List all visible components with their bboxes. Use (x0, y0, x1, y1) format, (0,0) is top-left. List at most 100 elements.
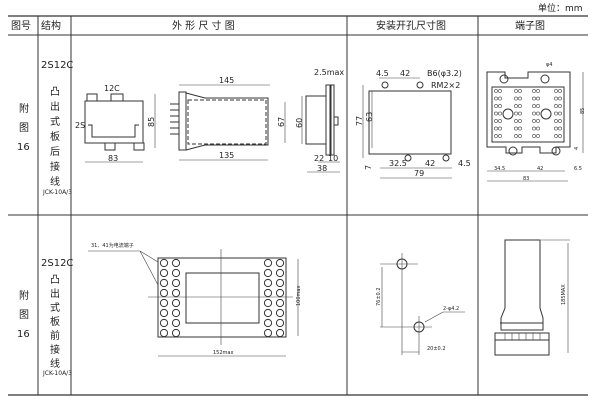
svg-text:7: 7 (364, 165, 373, 170)
terminal-hole (514, 104, 518, 108)
header-fig-no: 图号 (11, 20, 31, 32)
svg-text:附: 附 (19, 289, 29, 302)
svg-text:10: 10 (328, 154, 338, 163)
svg-text:85: 85 (580, 108, 586, 114)
terminal-hole (554, 104, 558, 108)
terminal-hole (518, 119, 522, 123)
terminal-hole (554, 134, 558, 138)
front-terminal (263, 328, 273, 338)
row2-cutout-drawing: 76±0.2 2-φ4.2 20±0.2 (376, 253, 465, 355)
terminal-hole (536, 96, 540, 101)
svg-text:接: 接 (50, 160, 60, 173)
svg-text:16: 16 (17, 329, 30, 340)
front-terminal (159, 298, 169, 308)
row1-structure: 凸 出 式 板 后 接 线 (50, 86, 60, 188)
terminal-hole (532, 96, 536, 101)
svg-text:线: 线 (50, 357, 60, 370)
terminal-hole (536, 111, 540, 116)
row1-cutout-drawing: 4.5 42 B6(φ3.2) RM2×2 77 63 7 32.5 42 4.… (355, 69, 471, 179)
svg-text:83: 83 (523, 176, 529, 182)
svg-text:63: 63 (365, 112, 374, 122)
row1-terminal-diagram: φ4 34.5 42 6.5 83 85 4 (486, 62, 586, 182)
row2-type-code: JCK-10A/3 (42, 370, 72, 377)
svg-text:20±0.2: 20±0.2 (427, 346, 446, 352)
unit-label: 单位：mm (538, 2, 583, 14)
row1-side-view: 145 135 67 (170, 76, 286, 161)
svg-text:凸: 凸 (50, 86, 60, 98)
svg-text:67: 67 (277, 117, 286, 127)
svg-text:式: 式 (50, 301, 60, 314)
terminal-hole (498, 104, 502, 108)
front-terminal (275, 278, 285, 288)
svg-text:出: 出 (50, 287, 60, 300)
terminal-hole (558, 104, 562, 108)
svg-text:2S: 2S (75, 121, 85, 130)
front-terminal (159, 288, 169, 298)
front-terminal (275, 298, 285, 308)
terminal-hole (554, 111, 558, 116)
svg-text:42: 42 (400, 69, 410, 78)
terminal-hole (558, 111, 562, 116)
front-terminal (263, 288, 273, 298)
svg-text:32.5: 32.5 (389, 159, 407, 168)
terminal-hole (494, 96, 498, 101)
terminal-hole (498, 96, 502, 101)
front-terminal (263, 268, 273, 278)
header-terminal: 端子图 (515, 19, 545, 32)
terminal-hole (498, 126, 502, 131)
terminal-hole (494, 89, 498, 93)
svg-text:图: 图 (19, 122, 29, 134)
svg-text:100max: 100max (296, 286, 302, 306)
header-cutout: 安装开孔尺寸图 (376, 19, 446, 32)
svg-text:60: 60 (295, 118, 304, 128)
front-terminal (171, 328, 181, 338)
terminal-hole (518, 134, 522, 138)
svg-text:79: 79 (414, 169, 424, 178)
svg-text:4.5: 4.5 (376, 69, 389, 78)
front-terminal (159, 258, 169, 268)
terminal-hole (518, 104, 522, 108)
terminal-hole (498, 89, 502, 93)
front-terminal (263, 258, 273, 268)
terminal-hole (536, 104, 540, 108)
terminal-hole (558, 119, 562, 123)
terminal-hole (554, 126, 558, 131)
terminal-hole (494, 134, 498, 138)
front-terminal (171, 268, 181, 278)
terminal-hole (554, 119, 558, 123)
front-terminal (263, 308, 273, 318)
row1-front-view: 12C 2S 83 85 (75, 84, 156, 163)
front-terminal (159, 308, 169, 318)
row1-model: 2S12C (41, 60, 73, 71)
svg-text:4: 4 (574, 147, 580, 150)
svg-text:83: 83 (108, 154, 118, 163)
terminal-hole (518, 89, 522, 93)
svg-text:76±0.2: 76±0.2 (376, 287, 382, 306)
terminal-hole (532, 89, 536, 93)
terminal-hole (532, 119, 536, 123)
terminal-hole (536, 119, 540, 123)
terminal-hole (498, 111, 502, 116)
svg-text:2-φ4.2: 2-φ4.2 (443, 306, 459, 312)
svg-text:接: 接 (50, 343, 60, 356)
terminal-hole (532, 104, 536, 108)
svg-text:前: 前 (50, 329, 60, 342)
front-terminal (171, 318, 181, 328)
front-terminal (159, 268, 169, 278)
terminal-hole (558, 134, 562, 138)
front-terminal (263, 318, 273, 328)
svg-text:6.5: 6.5 (574, 166, 582, 172)
terminal-hole (494, 126, 498, 131)
terminal-hole (518, 111, 522, 116)
front-terminal (159, 278, 169, 288)
terminal-hole (554, 96, 558, 101)
svg-text:出: 出 (50, 100, 60, 113)
row2-structure: 凸 出 式 板 前 接 线 (50, 274, 60, 370)
front-terminal (171, 298, 181, 308)
front-terminal (171, 288, 181, 298)
row1-type-code: JCK-10A/3 (42, 189, 72, 196)
front-terminal (159, 328, 169, 338)
svg-text:式: 式 (50, 115, 60, 128)
row2-model: 2S12C (41, 258, 73, 269)
